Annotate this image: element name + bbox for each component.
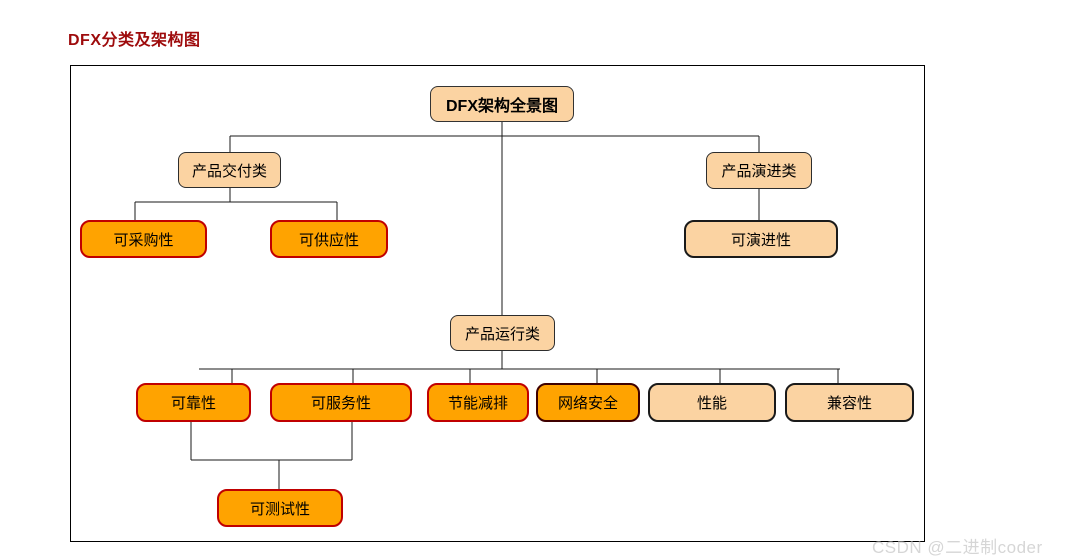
node-reliability: 可靠性 bbox=[136, 383, 251, 422]
page-title: DFX分类及架构图 bbox=[68, 32, 201, 49]
node-evolvability: 可演进性 bbox=[684, 220, 838, 258]
node-testability: 可测试性 bbox=[217, 489, 343, 527]
node-compatibility: 兼容性 bbox=[785, 383, 914, 422]
node-procurability: 可采购性 bbox=[80, 220, 207, 258]
diagram-frame bbox=[70, 65, 925, 542]
node-performance: 性能 bbox=[648, 383, 776, 422]
node-serviceability: 可服务性 bbox=[270, 383, 412, 422]
node-supplyability: 可供应性 bbox=[270, 220, 388, 258]
csdn-watermark: CSDN @二进制coder bbox=[872, 538, 1043, 557]
node-product-operation: 产品运行类 bbox=[450, 315, 555, 351]
node-product-evolution: 产品演进类 bbox=[706, 152, 812, 189]
node-energy-saving: 节能减排 bbox=[427, 383, 529, 422]
node-product-delivery: 产品交付类 bbox=[178, 152, 281, 188]
node-network-security: 网络安全 bbox=[536, 383, 640, 422]
node-dfx-overview: DFX架构全景图 bbox=[430, 86, 574, 122]
